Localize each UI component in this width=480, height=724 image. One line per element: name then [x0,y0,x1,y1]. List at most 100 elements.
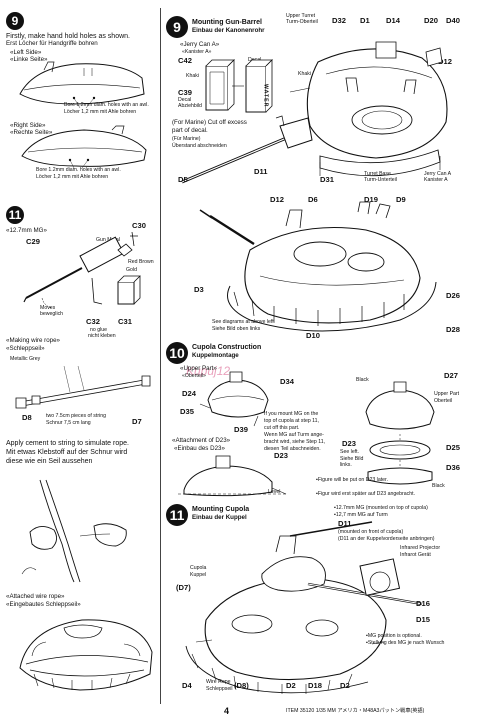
see-left-note: See left. [340,449,360,455]
cement-note-2: Mit etwas Klebstoff auf der Schnur wird [6,449,128,456]
mg-cutoff-note-6: diesen Teil abschneiden. [264,446,321,452]
marine-note-4: Überstand abschneiden [172,143,227,149]
mg-top-note-de: ▪12,7 mm MG auf Turm [334,512,388,518]
attached-rope-title-de: «Eingebautes Schleppseil» [6,601,81,608]
mg-title: «12.7mm MG» [6,227,47,234]
marine-note-1: (For Marine) Cut off excess [172,119,247,126]
see-left-note-de: Siehe Bild [340,456,364,462]
metallic-grey-label: Metallic Grey [10,356,41,362]
machine-gun-drawing [22,228,152,320]
part-d5: D5 [178,175,188,184]
attached-rope-turret-drawing [12,608,158,694]
rope-handling-drawing [10,474,156,584]
part-c32: C32 [86,317,100,326]
upper-part-label: «Upper Part» [180,365,217,372]
upper-turret-label-de: Turm-Oberteil [286,19,318,25]
gun-metal-label: Gun Metal [96,237,120,243]
gold-label: Gold [126,267,137,273]
mounting-cupola-title: Mounting Cupola [192,506,250,513]
d23-attachment-drawing [176,454,296,500]
step9-instruction: Firstly, make hand hold holes as shown. [6,33,130,40]
jerry-can-label-de: «Kanister A» [182,49,212,55]
mounting-gun-barrel-title-de: Einbau der Kanonenrohr [192,27,265,34]
step-9-badge: 9 [6,12,24,30]
bore-holes-note-2: Bore 1.2mm diam. holes with an awl. [36,167,121,173]
step-11-badge-right: 11 [166,504,188,526]
attachment-d23-title-de: «Einbau des D23» [174,445,225,452]
turret-base-label-de: Turm-Unterteil [364,177,397,183]
right-side-label-de: «Rechte Seite» [10,129,53,136]
part-d14: D14 [386,16,400,25]
part-d24: D24 [182,389,196,398]
part-d20: D20 [424,16,438,25]
step-9-badge-right: 9 [166,16,188,38]
part-d2: D2 [286,681,296,690]
turret-right-side-drawing [14,126,152,170]
infrared-label-de: Infrarot Gerät [400,552,431,558]
part-d32: D32 [332,16,346,25]
mg-cutoff-note-4: Wenn MG auf Turm ange- [264,432,324,438]
part-d15: D15 [416,615,430,624]
part-d9: D9 [396,195,406,204]
cupola-label-de: Kuppel [190,572,207,578]
mg-top-note: ▪12.7mm MG (mounted on top of cupola) [334,505,428,511]
upper-part-label-2-de: Oberteil [434,398,453,404]
wire-rope-title-de: «Schleppseil» [6,345,45,352]
mg-cutoff-note-3: cut off this part. [264,425,300,431]
part-d26: D26 [446,291,460,300]
part-c29: C29 [26,237,40,246]
page-number: 4 [224,706,230,716]
part-c39: C39 [178,88,192,97]
upper-part-label-de: «Oberteil» [182,373,206,379]
part-d34: D34 [280,377,294,386]
mg-position-note-de: ▪Stellung des MG je nach Wunsch [366,640,445,646]
mg-cutoff-note-1: If you mount MG on the [264,411,319,417]
string-length-note: two 7.5cm pieces of string [46,413,106,419]
part-d7-left: D7 [132,417,142,426]
part-d10: D10 [306,331,320,340]
part-d3: D3 [194,285,204,294]
cupola-stack-drawing [360,380,440,488]
moves-label-de: beweglich [40,311,64,317]
see-left-note-de-2: links. [340,462,352,468]
red-brown-label: Red Brown [128,259,154,265]
see-diagrams-note: See diagrams at above left. [212,319,276,325]
see-diagrams-note-de: Siehe Bild oben links [212,326,261,332]
part-d23-right: D23 [342,439,356,448]
figure-note-de: ▪Figur wird erst später auf D23 angebrac… [316,491,416,497]
part-d1-top: D1 [360,16,370,25]
step-11-badge-left: 11 [6,206,24,224]
part-d4: D4 [182,681,192,690]
part-c31: C31 [118,317,132,326]
infrared-label: Infrared Projector [400,545,441,551]
wire-rope-drawing [14,362,154,414]
turret-base-label: Turret Base [364,171,391,177]
no-glue-label-de: nicht kleben [88,333,116,339]
part-d19: D19 [364,195,378,204]
part-d8-right: (D8) [234,681,249,690]
level-label: Level [268,489,281,495]
mg-cutoff-note-5: bracht wird, siehe Step 11, [264,439,326,445]
decal-label-2: Decal [178,97,192,103]
cement-note-1: Apply cement to string to simulate rope. [6,440,129,447]
mounting-gun-barrel-title: Mounting Gun-Barrel [192,19,262,26]
jerry-can-a-label-de: Kanister A [424,177,448,183]
decal-label-2-de: Abziehbild [178,103,202,109]
black-label-2: Black [432,483,445,489]
mg-front-note-de: (D11 an der Kuppelvorderseite anbringen) [338,536,435,542]
attached-rope-title: «Attached wire rope» [6,593,65,600]
bore-holes-note-1: Bore 1.2mm diam. holes with an awl. [64,102,149,108]
upper-part-label-2: Upper Part [434,391,460,397]
cupola-upper-part-drawing [198,370,278,430]
part-d39: D39 [234,425,248,434]
cupola-construction-title-de: Kuppelmontage [192,352,239,359]
turret-assembly-drawing [190,196,440,336]
jerry-can-label: «Jerry Can A» [180,41,220,48]
left-side-label: «Left Side» [10,49,42,56]
jerry-can-a-label: Jerry Can A [424,171,452,177]
part-d2-right: D2 [340,681,350,690]
figure-note: ▪Figure will be put on D23 later. [316,477,388,483]
wire-rope-label: Wire Rope [206,679,231,685]
khaki-label: Khaki [186,73,199,79]
